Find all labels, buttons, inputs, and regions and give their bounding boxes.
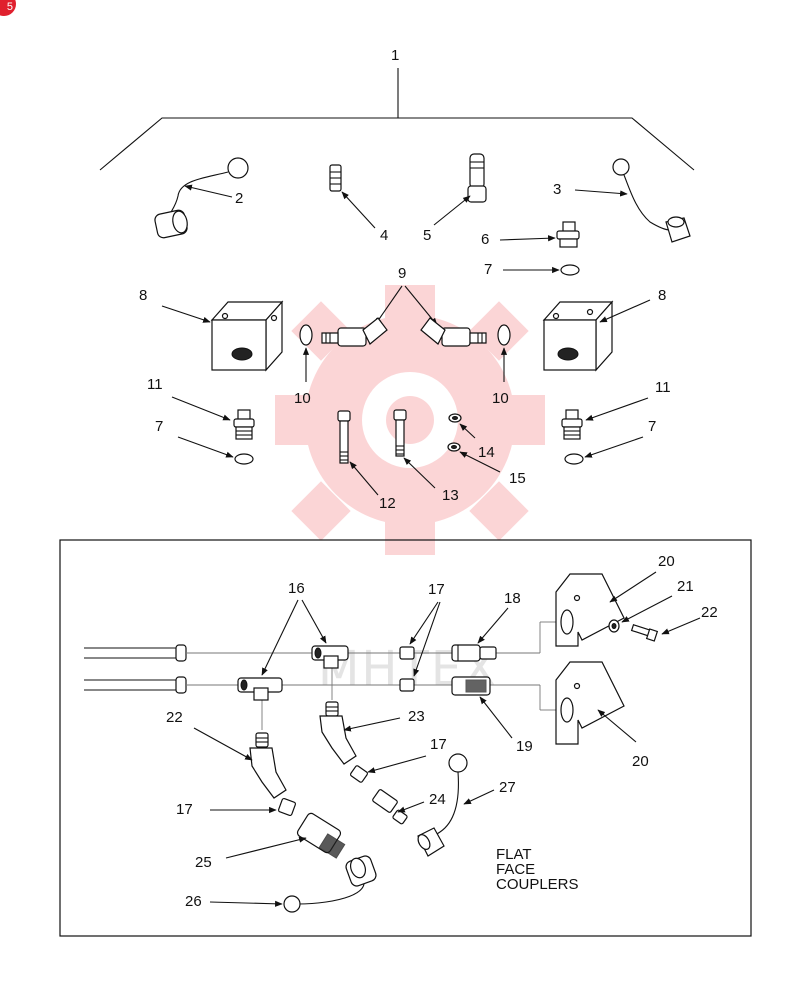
label-26: 26 <box>185 893 202 910</box>
label-11-right: 11 <box>655 379 671 396</box>
part-11-adapter-left <box>171 396 255 440</box>
label-10-right: 10 <box>492 390 509 407</box>
label-24: 24 <box>429 791 446 808</box>
part-3-dust-plug <box>574 158 691 243</box>
part-17-fittings <box>399 601 441 692</box>
label-8-left: 8 <box>139 287 147 304</box>
part-2-dust-cap <box>154 157 249 239</box>
note-line-3: COUPLERS <box>496 876 579 893</box>
label-2: 2 <box>235 190 243 207</box>
part-17-fitting-lower-left <box>210 797 297 817</box>
label-22-left: 22 <box>166 709 183 726</box>
label-20-bottom: 20 <box>632 753 649 770</box>
label-8-right: 8 <box>658 287 666 304</box>
part-8-block-right <box>542 299 651 372</box>
part-15-nut <box>447 442 501 473</box>
label-25: 25 <box>195 854 212 871</box>
part-22-bolt <box>630 617 701 642</box>
flat-face-couplers-box <box>59 539 752 937</box>
part-13-bolt <box>393 409 436 489</box>
label-9: 9 <box>398 265 406 282</box>
label-18: 18 <box>504 590 521 607</box>
label-20-top: 20 <box>658 553 675 570</box>
part-8-block-left <box>161 300 284 372</box>
part-21-washer <box>608 595 673 633</box>
part-24-adapter <box>372 789 425 825</box>
part-27-dust-plug <box>417 753 495 857</box>
part-17-fitting-lower-right <box>350 755 427 783</box>
label-4: 4 <box>380 227 388 244</box>
flat-face-couplers-note: FLAT FACE COUPLERS <box>496 846 579 893</box>
label-17-lower: 17 <box>176 801 193 818</box>
label-14: 14 <box>478 444 495 461</box>
note-line-2: FACE <box>496 861 535 878</box>
label-19: 19 <box>516 738 533 755</box>
part-25-coupler <box>225 812 346 859</box>
kit-bracket <box>99 68 695 171</box>
label-7-left: 7 <box>155 418 163 435</box>
part-26-dust-cap <box>209 855 377 913</box>
label-1: 1 <box>391 47 399 64</box>
label-17-top: 17 <box>428 581 445 598</box>
label-3: 3 <box>553 181 561 198</box>
part-12-bolt <box>337 410 379 496</box>
part-23-elbow <box>319 701 401 765</box>
label-6: 6 <box>481 231 489 248</box>
label-10-left: 10 <box>294 390 311 407</box>
part-22-elbow <box>193 727 287 799</box>
part-7-o-ring <box>503 264 580 276</box>
part-5-coupler <box>433 153 487 226</box>
part-9-swivel-fittings <box>321 285 487 347</box>
part-7-o-ring-left <box>177 436 254 465</box>
part-11-adapter-right <box>561 397 649 440</box>
part-10-o-ring-right <box>497 324 511 382</box>
label-11-left: 11 <box>147 376 163 393</box>
part-14-washer <box>448 413 476 439</box>
label-12: 12 <box>379 495 396 512</box>
part-6-adapter <box>499 221 580 248</box>
label-27: 27 <box>499 779 516 796</box>
part-7-o-ring-right <box>564 436 644 465</box>
part-19-coupler <box>451 676 513 739</box>
part-18-coupler <box>451 607 509 662</box>
label-17-mid: 17 <box>430 736 447 753</box>
label-22-right: 22 <box>701 604 718 621</box>
part-4-fitting <box>329 164 376 229</box>
part-20-bracket-bottom <box>555 661 637 745</box>
hose-lines <box>84 621 556 730</box>
label-13: 13 <box>442 487 459 504</box>
corner-badge: 5 <box>0 0 16 16</box>
label-5: 5 <box>423 227 431 244</box>
label-21: 21 <box>677 578 694 595</box>
part-20-bracket-top <box>555 571 657 647</box>
part-16-tees <box>237 599 349 701</box>
label-23: 23 <box>408 708 425 725</box>
label-16: 16 <box>288 580 305 597</box>
part-10-o-ring-left <box>299 324 313 382</box>
note-line-1: FLAT <box>496 846 532 863</box>
label-15: 15 <box>509 470 526 487</box>
label-7-top: 7 <box>484 261 492 278</box>
label-7-right: 7 <box>648 418 656 435</box>
